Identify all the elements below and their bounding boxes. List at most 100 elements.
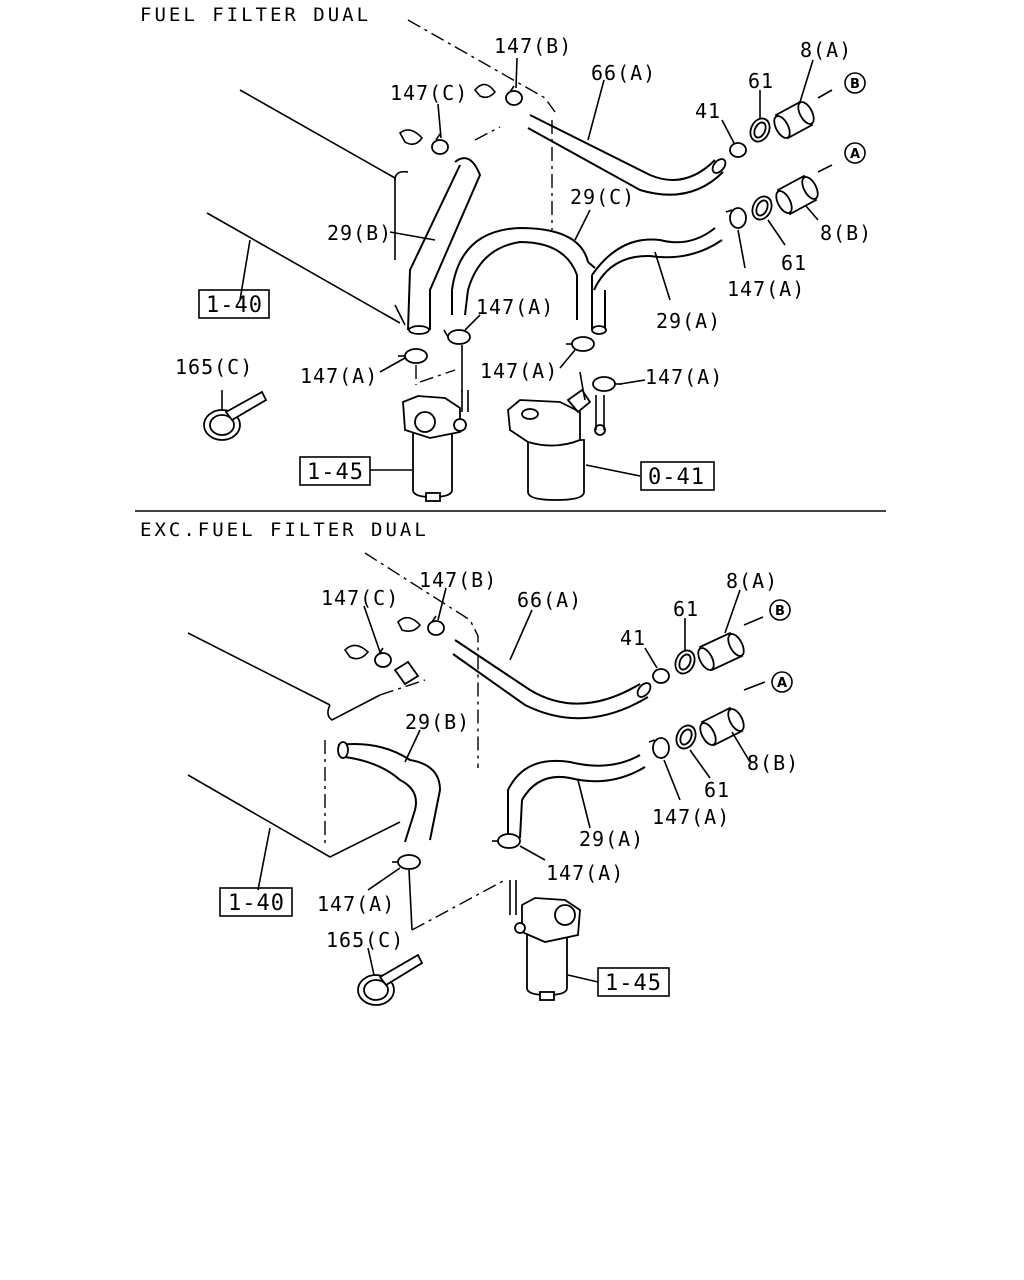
label-8b: 8(B) [820, 221, 872, 245]
label-29a: 29(A) [579, 827, 644, 851]
label-29a: 29(A) [656, 309, 721, 333]
hose-29b [407, 164, 461, 331]
hose-66a [529, 114, 716, 181]
tank-fitting [343, 644, 370, 660]
clamp-41 [652, 668, 670, 684]
hose-29b [344, 756, 417, 843]
clamp-147a [566, 336, 595, 352]
tube-piece [393, 660, 420, 686]
connector-marker-a [771, 671, 793, 693]
tank-edge [206, 212, 401, 324]
clamp-61 [674, 649, 696, 675]
section-title: FUEL FILTER DUAL [140, 4, 371, 26]
connector-marker-a [844, 142, 866, 164]
label-147a: 147(A) [476, 295, 554, 319]
hose-8b [775, 174, 819, 216]
tank-outline [364, 552, 479, 768]
clamp-147a [443, 329, 471, 345]
ref-box [597, 967, 670, 997]
hose-end [591, 325, 607, 335]
hose-end [636, 682, 652, 698]
ref-1-45: 1-45 [307, 460, 364, 485]
connector-marker-a-letter: A [777, 676, 787, 691]
hose-29a [593, 239, 723, 291]
label-61: 61 [704, 778, 730, 802]
connection-line [411, 879, 506, 931]
hose-end [711, 158, 727, 174]
hose-29b [337, 743, 442, 841]
hose-66a [452, 653, 649, 720]
hose-29a [591, 275, 606, 330]
connector-marker-b-letter: B [775, 604, 785, 619]
hose-8b [699, 706, 745, 747]
clamp-147a [648, 737, 670, 759]
connector-marker-b [769, 599, 791, 621]
leader-lines [221, 57, 833, 477]
clamp-147c [431, 133, 449, 155]
ref-1-45: 1-45 [605, 971, 662, 996]
hose-8a [697, 631, 745, 672]
hose-29b [429, 157, 482, 330]
label-66a: 66(A) [591, 61, 656, 85]
hose-66a [527, 127, 724, 196]
tank-edge [187, 774, 401, 858]
clamp-147b [427, 615, 445, 636]
clamp-147a [392, 854, 421, 870]
tank-outline [379, 679, 426, 696]
label-147a: 147(A) [645, 365, 723, 389]
label-29b: 29(B) [405, 710, 470, 734]
ref-1-40: 1-40 [228, 891, 285, 916]
clamp-61 [751, 195, 773, 221]
clamp-147a [592, 376, 622, 392]
label-8a: 8(A) [726, 569, 778, 593]
label-147a: 147(A) [727, 277, 805, 301]
clamp-41 [729, 142, 747, 158]
label-147b: 147(B) [419, 568, 497, 592]
connection-line [415, 365, 456, 385]
label-41: 41 [620, 626, 646, 650]
hose-29a [507, 754, 641, 838]
tank-fitting [397, 616, 422, 632]
label-29c: 29(C) [570, 185, 635, 209]
hose-end [408, 325, 430, 335]
tank-outline [407, 19, 556, 113]
tank-outline [474, 120, 553, 230]
hose-8a [773, 100, 815, 140]
hose-66a [454, 639, 641, 705]
label-61: 61 [673, 597, 699, 621]
label-41: 41 [695, 99, 721, 123]
section-fuel-filter-dual: FUEL FILTER DUAL [140, 4, 872, 502]
band-165c [357, 953, 424, 1006]
connector-marker-a-letter: A [850, 147, 860, 162]
hose-end [337, 741, 349, 759]
hose-29a [519, 766, 646, 839]
clamp-147a [492, 833, 521, 849]
tank-edge [394, 178, 406, 326]
hose-29c [451, 226, 589, 315]
ref-box [640, 461, 715, 491]
label-147b: 147(B) [494, 34, 572, 58]
fuel-filter-1-45 [402, 390, 469, 502]
tank-edge [187, 632, 331, 706]
label-8b: 8(B) [747, 751, 799, 775]
clamp-61 [749, 117, 771, 143]
section-exc-fuel-filter-dual: EXC.FUEL FILTER DUAL [140, 519, 799, 1006]
clamp-147b [505, 85, 523, 106]
label-29b: 29(B) [327, 221, 392, 245]
connection-line [408, 869, 413, 931]
ref-box [219, 887, 293, 917]
tank-edge [239, 89, 396, 179]
clamp-147a [398, 348, 428, 364]
connector-marker-b [844, 72, 866, 94]
hose-29c [587, 261, 596, 269]
clamp-147c [374, 647, 392, 668]
label-147a: 147(A) [480, 359, 558, 383]
band-165c [203, 390, 268, 441]
ref-1-40: 1-40 [206, 293, 263, 318]
tank-edge [327, 694, 381, 721]
label-147a: 147(A) [300, 364, 378, 388]
tank-fitting [398, 129, 424, 146]
label-147a: 147(A) [652, 805, 730, 829]
label-147c: 147(C) [321, 586, 399, 610]
